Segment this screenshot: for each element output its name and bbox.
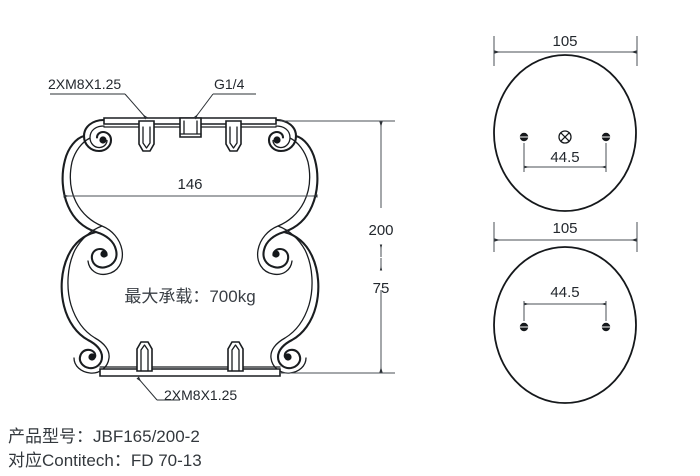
dimension-width-label: 146 <box>177 176 202 193</box>
dimension-bottom-hole-spacing-44-5: 44.5 <box>523 284 607 321</box>
bead-ring-dot-tr <box>273 136 281 144</box>
equivalent-model-line: 对应Contitech：FD 70-13 <box>8 451 202 470</box>
leader-top-thread: 2XM8X1.25 <box>48 76 148 120</box>
bellows-inner-profile-left <box>67 125 124 374</box>
dimension-top-diameter-105: 105 <box>493 33 638 66</box>
main-air-spring-view: 2XM8X1.25 G1/4 2XM8X1.25 146 200 <box>48 76 395 403</box>
top-plate-bolt-hole-right <box>601 132 611 142</box>
callout-bottom-thread: 2XM8X1.25 <box>164 387 237 403</box>
dimension-top-hole-spacing-44-5: 44.5 <box>523 143 607 172</box>
dimension-width-146: 146 <box>63 176 318 198</box>
dimension-height-200-75: 200 75 <box>280 120 395 374</box>
model-number-line: 产品型号：JBF165/200-2 <box>8 427 200 446</box>
bead-ring-dot-bl <box>88 353 96 361</box>
bead-ring-dot-br <box>284 353 292 361</box>
callout-top-thread: 2XM8X1.25 <box>48 76 121 92</box>
dimension-height-total-label: 200 <box>368 222 393 239</box>
top-plate-bolt-hole-left <box>519 132 529 142</box>
bottom-plate-bolt-hole-right <box>601 322 611 332</box>
g14-air-port-boss <box>179 117 202 138</box>
bottom-right-stud <box>227 341 244 372</box>
bottom-left-stud <box>136 341 153 372</box>
dimension-height-min-label: 75 <box>373 280 390 297</box>
bottom-plate-bolt-hole-left <box>519 322 529 332</box>
leader-g14-port: G1/4 <box>193 76 256 120</box>
bead-ring-dot-tl <box>99 136 107 144</box>
top-left-stud <box>138 120 155 152</box>
top-plate-view: 105 44.5 <box>493 33 638 212</box>
bottom-plate-diameter-label: 105 <box>552 220 577 237</box>
top-plate-hole-spacing-label: 44.5 <box>550 149 579 166</box>
footer-text-block: 产品型号：JBF165/200-2 对应Contitech：FD 70-13 <box>8 427 202 470</box>
max-load-label: 最大承载：700kg <box>124 287 255 306</box>
bottom-plate-hole-spacing-label: 44.5 <box>550 284 579 301</box>
bottom-plate-view: 105 44.5 <box>493 220 638 404</box>
bottom-plate-outline <box>493 246 637 404</box>
top-plate-diameter-label: 105 <box>552 33 577 50</box>
top-right-stud <box>225 120 242 152</box>
top-plate-outline <box>493 54 637 212</box>
crossed-circle-port-icon <box>558 130 572 144</box>
bellows-outer-profile-right <box>262 118 320 370</box>
bead-ring-dot-ml <box>100 250 108 258</box>
leader-bottom-thread: 2XM8X1.25 <box>136 376 237 403</box>
bead-ring-dot-mr <box>272 250 280 258</box>
callout-port: G1/4 <box>214 76 245 92</box>
bellows-outer-profile-left <box>60 118 118 370</box>
dimension-bottom-diameter-105: 105 <box>493 220 638 252</box>
bottom-end-plate <box>99 366 281 377</box>
